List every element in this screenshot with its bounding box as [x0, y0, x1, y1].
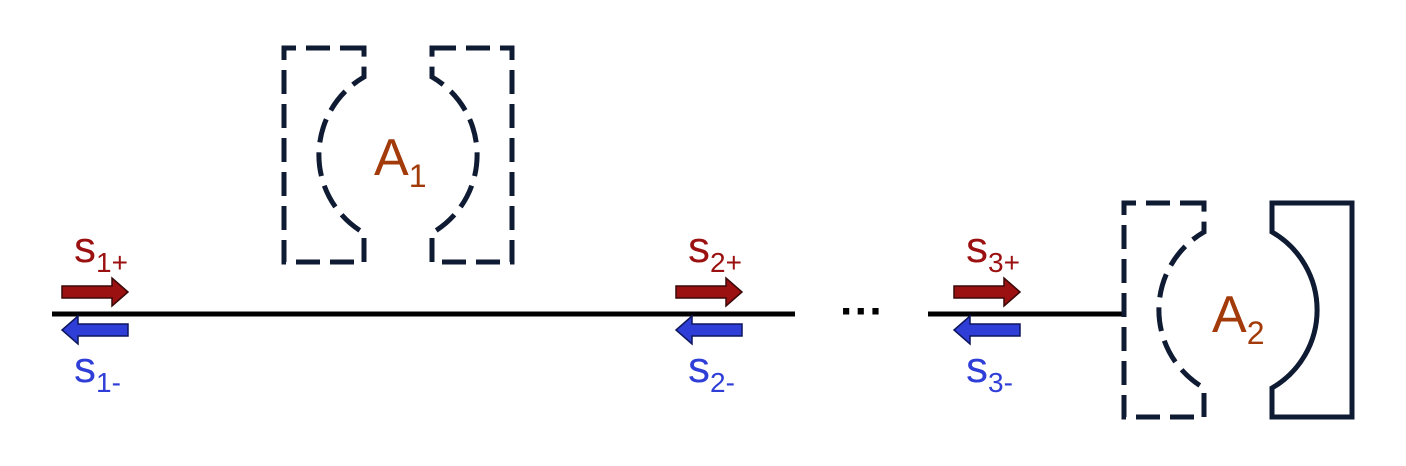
- resonator-a1-left-mirror: [281, 45, 367, 265]
- port-3-plus-label: s3+: [966, 223, 1020, 278]
- resonator-a1: [281, 45, 515, 265]
- resonator-a1-label: A1: [374, 129, 426, 194]
- port-2-plus-label: s2+: [688, 223, 742, 278]
- port-1-plus-label: s1+: [74, 223, 128, 278]
- port-1-forward-arrow: [61, 276, 130, 308]
- resonator-a2-left-mirror: [1121, 200, 1207, 420]
- resonator-a2-label: A2: [1212, 286, 1264, 351]
- resonator-a1-right-mirror: [429, 45, 515, 265]
- port-1-minus-label: s1-: [74, 343, 121, 398]
- resonator-a2-right-mirror: [1269, 200, 1355, 420]
- port-2-minus-label: s2-: [688, 343, 735, 398]
- port-3-forward-arrow: [953, 276, 1022, 308]
- port-3-backward-arrow: [952, 314, 1021, 346]
- port-2-forward-arrow: [675, 276, 744, 308]
- port-2-backward-arrow: [674, 314, 743, 346]
- port-3-minus-label: s3-: [966, 343, 1013, 398]
- ellipsis: ···: [840, 287, 884, 336]
- port-1-backward-arrow: [60, 314, 129, 346]
